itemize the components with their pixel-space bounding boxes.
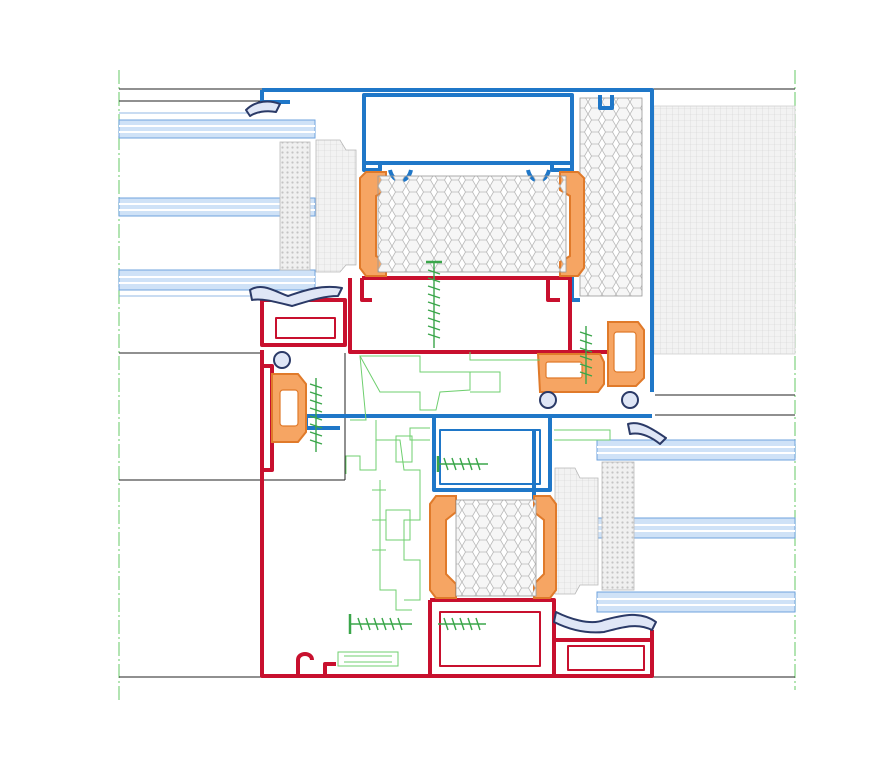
thermal-break-strip: [429, 495, 457, 599]
glass-pane: [596, 591, 796, 613]
glazing-gasket: [245, 100, 281, 117]
insulation-core: [377, 175, 567, 273]
insulation-cores: [377, 175, 567, 597]
glass-pane: [118, 119, 316, 139]
glass-pane: [118, 269, 316, 291]
reference-lines: [118, 70, 796, 700]
glass-pane: [118, 197, 316, 217]
fixing-screw: [436, 456, 488, 472]
edge-seal: [554, 467, 599, 595]
glazing-gasket: [539, 391, 557, 409]
fixing-screw: [579, 326, 593, 384]
edge-spacer: [601, 461, 635, 591]
fixing-screws: [309, 260, 593, 634]
fixing-screw: [438, 617, 486, 631]
fixing-screw: [348, 614, 412, 634]
fixing-screw: [309, 378, 323, 452]
thermal-break-strip: [559, 171, 585, 277]
glazing-gasket: [553, 611, 657, 634]
glazing-gasket: [621, 391, 639, 409]
glazing-gaskets: [245, 100, 667, 634]
hardware-fitting: [337, 352, 611, 667]
upper-right-infill-panel: [579, 97, 796, 355]
upper-glazing-unit: [118, 112, 357, 297]
insulation-core: [455, 499, 537, 597]
glazing-gasket: [627, 422, 667, 445]
outer-frame-profile: [260, 276, 654, 678]
glazing-gasket: [273, 351, 291, 369]
glass-pane: [596, 439, 796, 461]
edge-seal: [315, 139, 357, 273]
thermal-break-strip: [533, 495, 557, 599]
lower-glazing-unit: [554, 439, 796, 613]
insulation-core: [579, 97, 643, 297]
glazing-gasket: [249, 286, 343, 307]
edge-spacer: [279, 141, 311, 271]
fixing-screw: [426, 260, 442, 348]
